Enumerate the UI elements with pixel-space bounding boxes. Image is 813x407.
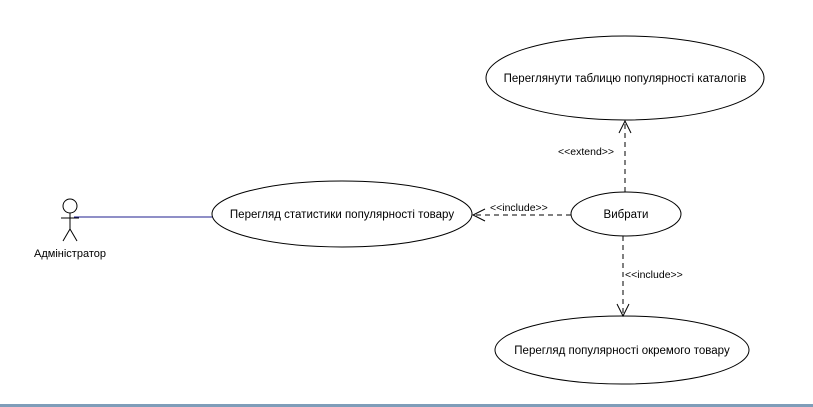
include-arrowhead-horizontal	[471, 208, 486, 222]
actor-label: Адміністратор	[34, 248, 106, 260]
usecase-choose-label: Вибрати	[604, 209, 649, 221]
actor-figure[interactable]	[61, 198, 79, 242]
include-relation-horizontal: <<include>>	[471, 202, 571, 222]
usecase-view-single-item-ellipse	[494, 315, 750, 385]
usecase-view-single-item[interactable]: Перегляд популярності окремого товару	[494, 315, 750, 385]
actor-left-leg	[62, 228, 71, 242]
actor-right-leg	[69, 228, 78, 242]
include-label-horizontal: <<include>>	[490, 202, 548, 214]
extend-arrowhead	[618, 119, 632, 134]
usecase-view-statistics-label: Перегляд статистики популярності товару	[230, 209, 454, 221]
extend-relation: <<extend>>	[558, 119, 632, 192]
include-arrowhead-vertical	[616, 303, 630, 318]
include-label-vertical: <<include>>	[625, 269, 683, 281]
usecase-choose-ellipse	[570, 191, 682, 237]
usecase-view-catalog-table[interactable]: Переглянути таблицю популярності каталог…	[485, 35, 765, 121]
usecase-choose[interactable]: Вибрати	[570, 191, 682, 237]
usecase-view-statistics-ellipse	[211, 180, 473, 248]
usecase-view-catalog-table-label: Переглянути таблицю популярності каталог…	[504, 73, 747, 85]
bottom-border	[0, 404, 813, 407]
include-relation-vertical: <<include>>	[616, 236, 683, 318]
extend-label: <<extend>>	[558, 146, 614, 158]
usecase-view-single-item-label: Перегляд популярності окремого товару	[514, 345, 730, 357]
actor-head	[62, 198, 78, 214]
usecase-view-statistics[interactable]: Перегляд статистики популярності товару	[211, 180, 473, 248]
